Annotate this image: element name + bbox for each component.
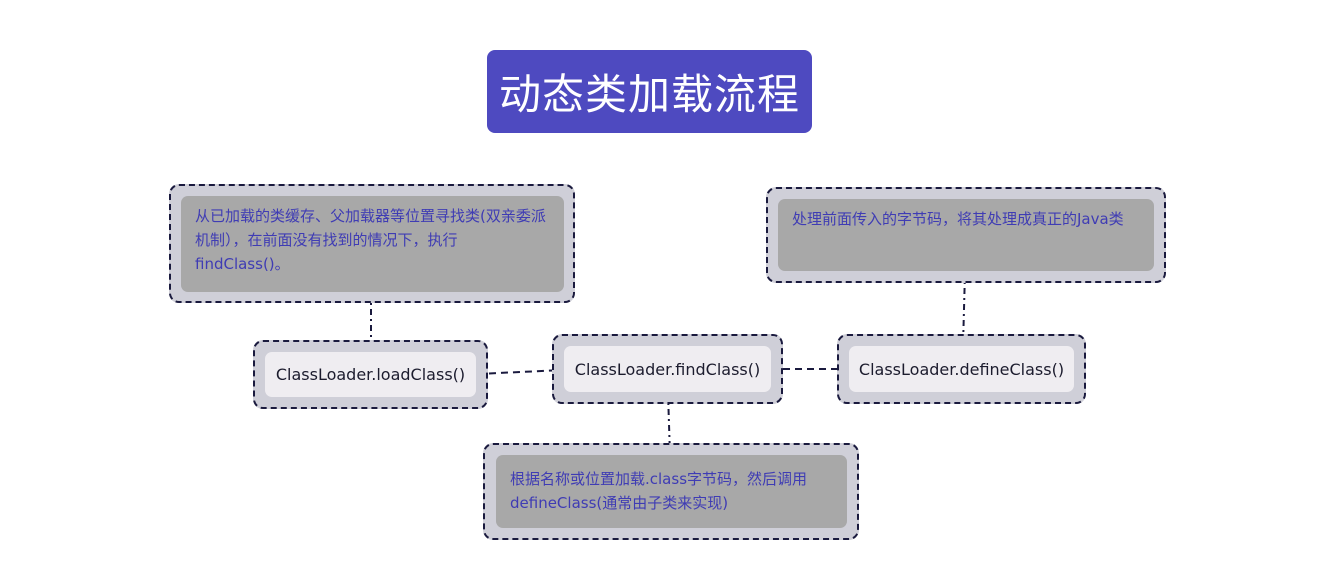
diagram-title: 动态类加载流程 [487, 50, 812, 133]
arrow-load-to-find [476, 366, 564, 375]
find-class-note-text: 根据名称或位置加载.class字节码，然后调用defineClass(通常由子类… [496, 455, 847, 528]
define-class-label: ClassLoader.defineClass() [849, 346, 1074, 392]
connector-define-note [962, 271, 966, 347]
define-class-note-text: 处理前面传入的字节码，将其处理成真正的Java类 [778, 199, 1154, 271]
find-class-label: ClassLoader.findClass() [564, 346, 771, 392]
load-class-note-text: 从已加载的类缓存、父加载器等位置寻找类(双亲委派机制），在前面没有找到的情况下，… [181, 196, 564, 292]
load-class-label: ClassLoader.loadClass() [265, 352, 476, 397]
